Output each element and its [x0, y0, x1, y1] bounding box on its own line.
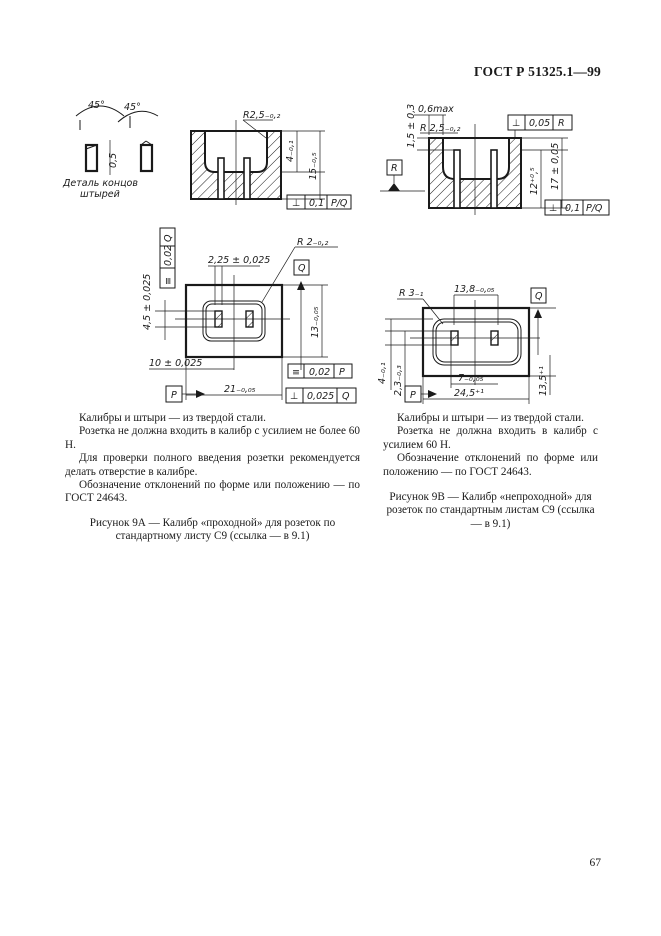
svg-text:0,1: 0,1	[309, 198, 324, 209]
svg-text:Q: Q	[163, 234, 174, 242]
right-notes: Калибры и штыри — из твердой стали. Розе…	[383, 412, 598, 479]
svg-text:R: R	[558, 118, 565, 129]
left-note-3: Для проверки полного введения розетки ре…	[65, 452, 360, 478]
left-note-2: Розетка не должна входить в калибр с уси…	[65, 425, 360, 451]
detail-title: Деталь концов	[62, 178, 138, 189]
svg-text:P/Q: P/Q	[586, 203, 603, 214]
datum-r-box	[386, 159, 403, 176]
svg-text:0,02: 0,02	[309, 367, 330, 378]
svg-text:≡: ≡	[292, 367, 300, 378]
radius-top-label-9b: R 2,5₋₀,₂	[420, 123, 461, 134]
dim-15-label: 15₋₀,₅	[308, 152, 319, 180]
gauge-9a-section: R2,5₋₀,₂ 4₋₀,₁ 15₋₀,₅ ⊥ 0,1 P/Q	[190, 110, 352, 210]
dim-4-label: 4₋₀,₁	[285, 140, 296, 162]
svg-text:0,025: 0,025	[307, 391, 334, 402]
dim-4-5-label: 4,5 ± 0,025	[142, 274, 153, 330]
dim-2-25-label: 2,25 ± 0,025	[208, 255, 270, 266]
right-note-1: Калибры и штыри — из твердой стали.	[397, 412, 584, 424]
angle-right-label: 45°	[124, 102, 141, 113]
pin-tip-detail: 45° 45° 0,5 Деталь концов штырей	[62, 100, 159, 200]
svg-text:0,05: 0,05	[529, 118, 550, 129]
radius-plan-label: R 2₋₀,₂	[297, 237, 329, 248]
perp-tolerance-frame-9b-top: ⊥ 0,05 R	[507, 114, 573, 138]
svg-text:⊥: ⊥	[549, 203, 557, 214]
svg-text:Q: Q	[342, 391, 350, 402]
left-notes: Калибры и штыри — из твердой стали. Розе…	[65, 412, 360, 506]
svg-text:P: P	[410, 390, 416, 401]
radius-top-label: R2,5₋₀,₂	[243, 110, 281, 121]
angle-left-label: 45°	[88, 100, 105, 111]
gauge-9b-plan: 13,8₋₀,₀₅ R 3₋₁ Q 4₋₀,₁ 2,3₋₀,₃ 7₋₀,₀₅ 2…	[377, 284, 556, 404]
dim-24-5-label: 24,5⁺¹	[454, 388, 484, 399]
dim-12-label: 12⁺⁰,⁵	[529, 167, 540, 195]
svg-text:P/Q: P/Q	[331, 198, 348, 209]
detail-subtitle: штырей	[80, 189, 120, 200]
sym-tolerance-frame-vertical: Q 0,02 ≡	[159, 227, 176, 289]
standard-header: ГОСТ Р 51325.1—99	[474, 64, 601, 79]
left-note-4: Обозначение отклонений по форме или поло…	[65, 479, 360, 505]
dim-0-6max-label: 0,6max	[418, 104, 454, 115]
page-number: 67	[589, 857, 602, 869]
svg-text:⊥: ⊥	[292, 198, 300, 209]
datum-q-box	[293, 259, 310, 276]
svg-text:0,02: 0,02	[163, 245, 174, 266]
svg-text:⊥: ⊥	[290, 391, 298, 402]
dim-13-8-label: 13,8₋₀,₀₅	[454, 284, 495, 295]
svg-text:⊥: ⊥	[512, 118, 520, 129]
gauge-9b-section: 0,6max 1,5 ± 0,3 R 2,5₋₀,₂ ⊥ 0,05 R R 12…	[380, 104, 610, 216]
dim-7-label: 7₋₀,₀₅	[458, 373, 484, 384]
datum-q-box-9b	[530, 287, 547, 304]
dim-4-label-9b: 4₋₀,₁	[377, 362, 388, 384]
dim-17-label: 17 ± 0,05	[550, 143, 561, 190]
svg-text:R: R	[391, 163, 398, 174]
svg-text:Q: Q	[298, 263, 306, 274]
right-note-3: Обозначение отклонений по форме или поло…	[383, 452, 598, 478]
perp-tolerance-frame-1: ⊥ 0,1 P/Q	[286, 194, 352, 210]
figure-9a-caption: Рисунок 9А — Калибр «проходной» для розе…	[89, 517, 336, 543]
dim-0-5-label: 0,5	[108, 153, 119, 168]
right-note-2: Розетка не должна входить в калибр с уси…	[383, 425, 598, 451]
technical-drawings: 45° 45° 0,5 Деталь концов штырей R2,5₋₀,…	[62, 100, 610, 404]
dim-13-5-label: 13,5⁺¹	[538, 366, 549, 396]
svg-text:P: P	[171, 390, 177, 401]
svg-text:P: P	[339, 367, 345, 378]
svg-text:≡: ≡	[163, 277, 174, 285]
dim-21-label: 21₋₀,₀₅	[224, 384, 256, 395]
left-note-1: Калибры и штыри — из твердой стали.	[79, 412, 266, 424]
dim-1-5-label: 1,5 ± 0,3	[406, 104, 417, 148]
svg-text:Q: Q	[535, 291, 543, 302]
sym-tolerance-frame-2: ≡ 0,02 P	[287, 363, 353, 379]
gauge-9a-plan: Q 0,02 ≡ 4,5 ± 0,025 2,25 ± 0,025 R 2₋₀,…	[142, 227, 357, 404]
dim-10-label: 10 ± 0,025	[149, 358, 202, 369]
perp-tolerance-frame-2: ⊥ 0,025 Q	[285, 387, 357, 404]
perp-tolerance-frame-9b-bottom: ⊥ 0,1 P/Q	[544, 199, 610, 216]
dim-13-label: 13₋₀,₀₅	[310, 306, 321, 338]
svg-text:0,1: 0,1	[565, 203, 580, 214]
dim-2-3-label: 2,3₋₀,₃	[393, 365, 404, 396]
figure-9b-caption: Рисунок 9В — Калибр «непроходной» для ро…	[386, 491, 595, 530]
radius-plan-label-9b: R 3₋₁	[399, 288, 424, 299]
